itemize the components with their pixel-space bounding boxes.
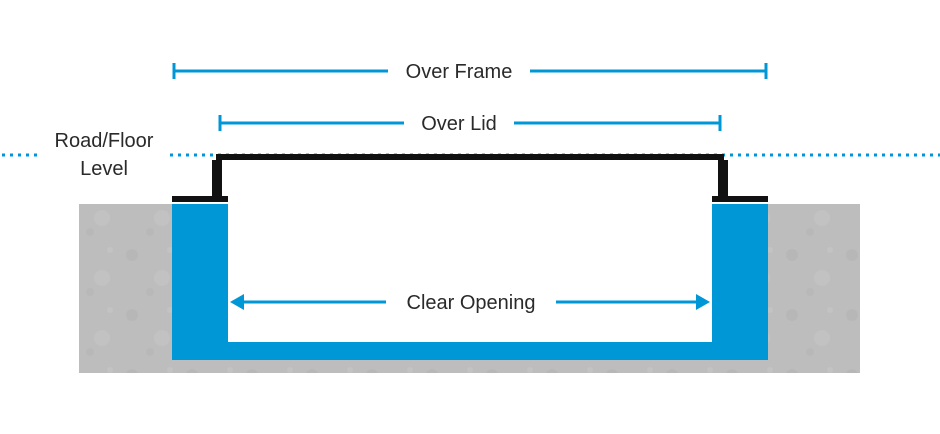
chamber-interior <box>228 204 712 342</box>
road-floor-label-line2: Level <box>80 158 128 180</box>
over-frame-dimension <box>172 63 768 79</box>
road-floor-label-line1: Road/Floor <box>55 130 154 152</box>
clear-opening-label: Clear Opening <box>407 292 536 314</box>
over-lid-dimension <box>218 115 722 131</box>
arrow-right-icon <box>696 294 710 310</box>
cover-frame <box>172 160 768 202</box>
over-lid-label: Over Lid <box>421 113 497 135</box>
chamber-walls <box>172 204 768 360</box>
over-frame-label: Over Frame <box>406 61 513 83</box>
arrow-left-icon <box>230 294 244 310</box>
cover-lid-top <box>216 154 724 160</box>
cover-lid <box>218 155 722 196</box>
clear-opening-dimension <box>230 294 710 310</box>
